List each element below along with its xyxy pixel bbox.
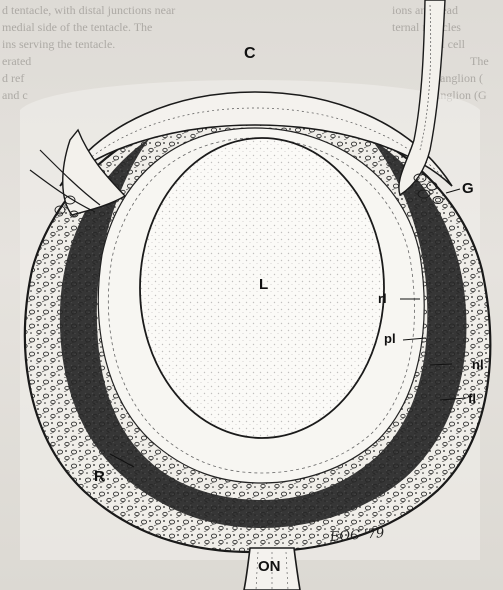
label-ganglion: G bbox=[462, 180, 474, 197]
label-pl: pl bbox=[384, 331, 396, 346]
label-lens: L bbox=[259, 276, 268, 293]
label-fl: fl bbox=[468, 391, 476, 406]
label-nl: nl bbox=[472, 357, 484, 372]
label-cornea: C bbox=[244, 45, 256, 63]
label-rl: rl bbox=[378, 291, 387, 306]
label-optic-nerve: ON bbox=[258, 558, 281, 575]
label-retina: R bbox=[94, 468, 105, 485]
